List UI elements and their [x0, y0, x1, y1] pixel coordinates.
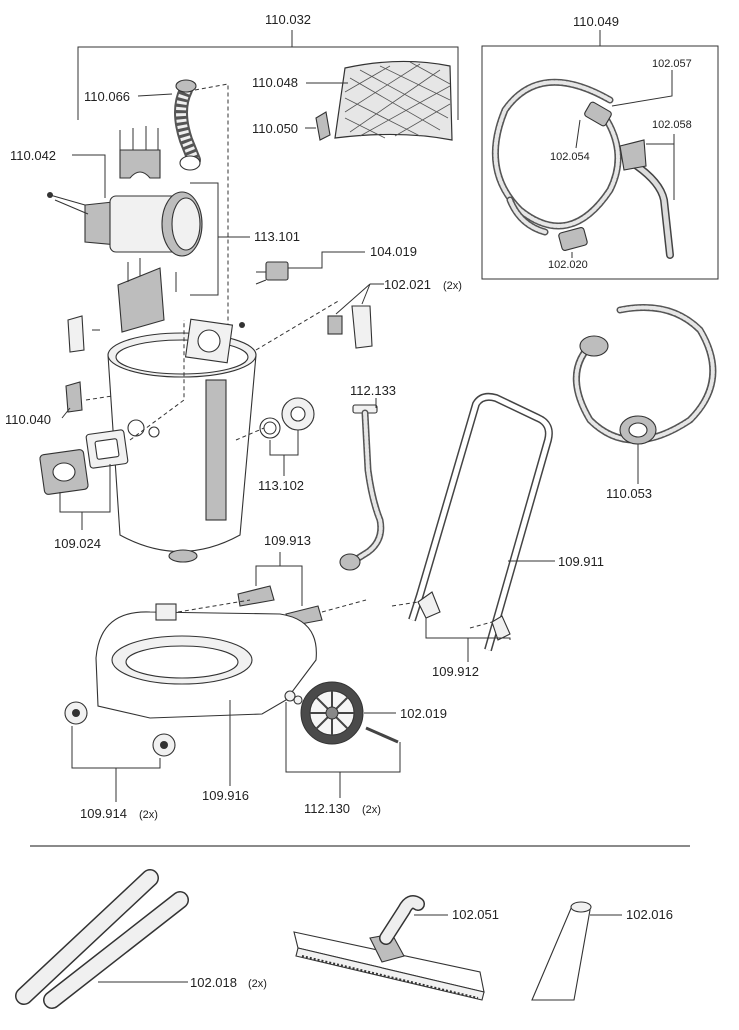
latch-104019: [255, 261, 289, 285]
push-handle-109911: [408, 392, 553, 652]
outlet-113102: [259, 397, 315, 476]
hose-110053: [573, 304, 717, 445]
inlet-flange: [184, 318, 245, 364]
label-102058: 102.058: [652, 119, 692, 131]
tubes-102018: [15, 869, 189, 1009]
filter-bag-part: [334, 60, 453, 141]
label-112130: 112.130: [304, 801, 350, 816]
handle-109024: [39, 429, 129, 530]
side-latch-left: [67, 315, 100, 353]
label-109912: 109.912: [432, 664, 479, 679]
label-112130-qty: (2x): [362, 804, 381, 816]
motor-clamp-bottom: [117, 258, 177, 333]
label-112133: 112.133: [350, 383, 396, 398]
drain-hose-112133: [339, 404, 385, 571]
label-109914: 109.914: [80, 806, 127, 821]
label-113102: 113.102: [258, 478, 304, 493]
label-109916: 109.916: [202, 788, 249, 803]
label-104019: 104.019: [370, 244, 417, 259]
label-110053: 110.053: [606, 486, 652, 501]
tank-body: [107, 332, 257, 563]
label-110066: 110.066: [84, 89, 130, 104]
hose-102058: [491, 78, 674, 259]
motor-head-part: [47, 191, 203, 257]
label-113101: 113.101: [254, 229, 300, 244]
floor-tool-102051: [293, 895, 485, 1001]
kit-110032-bracket: [77, 30, 459, 120]
label-102057: 102.057: [652, 58, 692, 70]
label-109911: 109.911: [558, 554, 604, 569]
label-102021-qty: (2x): [443, 280, 462, 292]
label-102051: 102.051: [452, 907, 499, 922]
hose-kit-110049-box: [481, 30, 719, 280]
bag-clip-part: [315, 111, 331, 141]
label-110049: 110.049: [573, 14, 619, 29]
latch-110040: [61, 381, 83, 419]
label-102020: 102.020: [548, 259, 588, 271]
label-102018: 102.018: [190, 975, 237, 990]
wheel-102019: [284, 681, 399, 745]
label-102054: 102.054: [550, 151, 590, 163]
motor-clamp-top: [119, 126, 161, 179]
label-102019: 102.019: [400, 706, 447, 721]
cuff-102020: [558, 227, 588, 258]
label-102016: 102.016: [626, 907, 673, 922]
label-109914-qty: (2x): [139, 809, 158, 821]
label-109913: 109.913: [264, 533, 311, 548]
label-102021: 102.021: [384, 277, 431, 292]
label-110042: 110.042: [10, 148, 56, 163]
base-chassis-109916: [95, 603, 317, 719]
label-110032: 110.032: [265, 12, 311, 27]
elbow-part: [174, 79, 201, 171]
label-110050: 110.050: [252, 121, 298, 136]
latch-102021: [255, 283, 373, 351]
label-110048: 110.048: [252, 75, 298, 90]
clip-109912: [417, 591, 511, 662]
caster-109914: [64, 701, 176, 802]
crevice-tool-102016: [531, 901, 592, 1001]
label-110040: 110.040: [5, 412, 51, 427]
label-102018-qty: (2x): [248, 978, 267, 990]
label-109024: 109.024: [54, 536, 101, 551]
cuff-102054: [575, 101, 612, 149]
